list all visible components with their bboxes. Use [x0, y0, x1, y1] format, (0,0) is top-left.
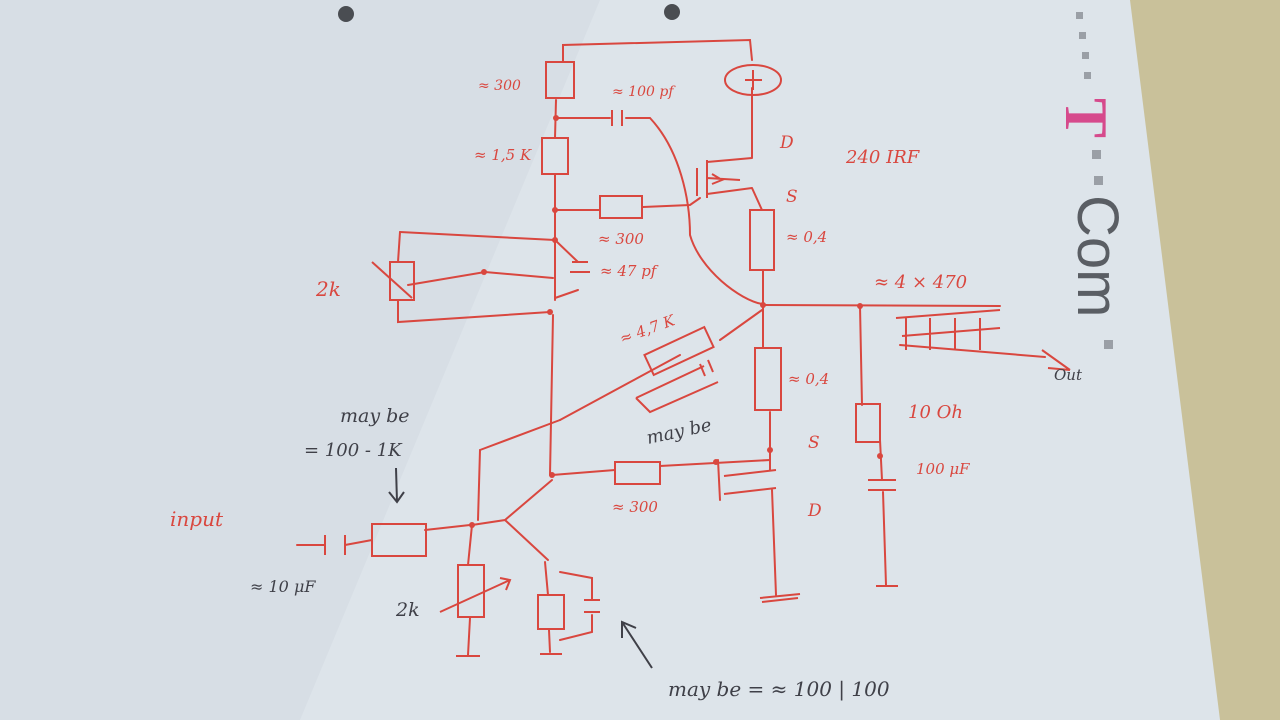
capacitor-may-be [635, 359, 719, 414]
label-c4x470: ≈ 4 × 470 [874, 272, 967, 293]
label-drain-top: D [779, 133, 794, 153]
note-arrows [388, 467, 653, 669]
label-mosfet: 240 IRF [845, 147, 921, 168]
resistor-emitter [537, 594, 565, 630]
resistor-0-4-bottom [754, 347, 782, 411]
note-arrow-input [388, 467, 405, 504]
label-c100pf: ≈ 100 pf [612, 84, 676, 100]
resistor-input [371, 523, 427, 557]
label-c100uf: 100 μF [916, 460, 970, 478]
resistor-300-bottom [614, 461, 661, 485]
label-drain-bottom: D [807, 501, 822, 521]
circuit-components [324, 61, 1071, 657]
capacitor-10uf [324, 535, 346, 555]
label-source-top: S [786, 187, 798, 207]
paper-shading [0, 0, 600, 720]
label-out: Out [1054, 366, 1083, 384]
capacitor-emitter [584, 599, 600, 613]
resistor-300-top [545, 61, 575, 99]
resistor-1-5k [541, 137, 569, 175]
brand-com-text: Com [1065, 195, 1130, 317]
ground-main [759, 593, 801, 603]
label-c10uf: ≈ 10 μF [250, 577, 316, 596]
label-pot2k-top: 2k [315, 277, 341, 301]
capacitor-bank [895, 309, 1001, 350]
mosfet-irf240 [696, 157, 753, 198]
trimpot-arrow-top [371, 261, 413, 299]
label-r10ohm: 10 Oh [908, 402, 963, 423]
plus-sign [745, 70, 762, 90]
brand-t-letter: T [1053, 98, 1119, 138]
label-input: input [170, 507, 224, 531]
trimpot-arrow-bottom [439, 577, 512, 613]
label-r04-top: ≈ 0,4 [786, 228, 827, 246]
resistor-4-7k [643, 325, 715, 377]
capacitor-47pf [570, 261, 590, 273]
binder-hole-left [338, 6, 354, 22]
label-c47pf: ≈ 47 pf [600, 262, 659, 280]
label-may-be-bottom: may be = ≈ 100 | 100 [668, 677, 890, 702]
resistor-0-4-top [749, 209, 775, 271]
label-r15k: ≈ 1,5 K [474, 146, 532, 164]
circuit-wires [296, 38, 1046, 656]
label-r300-mid: ≈ 300 [598, 230, 644, 248]
label-range: = 100 - 1K [304, 440, 403, 461]
note-arrow-bottom [621, 620, 653, 669]
capacitor-100uf [868, 479, 896, 491]
label-r04-bottom: ≈ 0,4 [788, 370, 829, 388]
binder-hole-right [664, 4, 680, 20]
output-arrow [1041, 349, 1071, 371]
label-r300-bottom: ≈ 300 [612, 498, 658, 516]
resistor-10-ohm [855, 403, 881, 443]
label-r300-top: ≈ 300 [478, 78, 521, 94]
junction-dots [469, 115, 883, 528]
plus-terminal [724, 64, 782, 96]
trimpot-2k-top [389, 261, 415, 301]
capacitor-100pf [611, 110, 623, 126]
resistor-300-mid [599, 195, 643, 219]
brand-logo: T Com [1053, 12, 1130, 349]
label-source-bottom: S [808, 433, 820, 453]
label-may-be-input: may be [340, 405, 410, 427]
label-pot2k-bottom: 2k [395, 599, 420, 621]
capacitor-bottom [723, 469, 777, 495]
